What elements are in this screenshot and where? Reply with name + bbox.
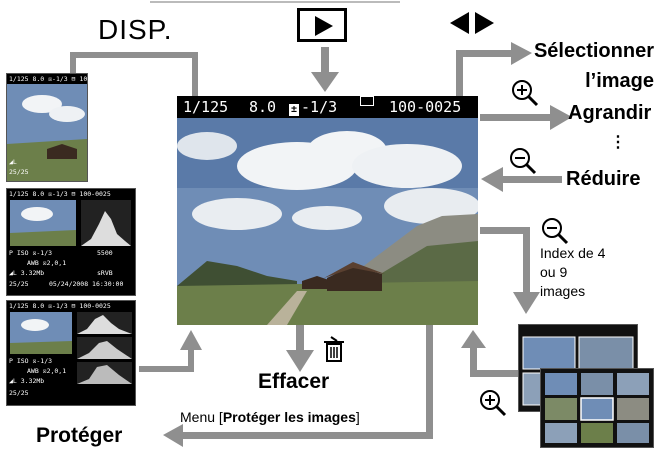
thumb2-p-line: P ISO ☒-1/3 bbox=[9, 249, 53, 257]
exposure-comp-icon: ± bbox=[289, 104, 300, 116]
index-arrow-v bbox=[523, 227, 530, 295]
play-to-main-shaft bbox=[321, 47, 329, 75]
reduce-arrow bbox=[500, 176, 562, 183]
thumb-shooting-info: 1/125 8.0 ☒-1/3 ⊟ 100-0025 P ISO ☒-1/3 5… bbox=[6, 188, 136, 296]
index-arrow-h bbox=[480, 227, 530, 234]
magnify-minus-icon[interactable] bbox=[508, 146, 538, 176]
disp-loop-left bbox=[70, 52, 76, 74]
thumb2-count: 25/25 bbox=[9, 280, 29, 288]
main-playback-screen: 1/125 8.0 ±-1/3 100-0025 bbox=[177, 96, 478, 325]
thumb2-wb: 5500 bbox=[97, 249, 113, 257]
trash-icon[interactable] bbox=[322, 334, 346, 364]
thumb2-size-line: ◢L 3.32Mb bbox=[9, 269, 45, 277]
index-line1: Index de 4 bbox=[540, 245, 606, 261]
enlarge-arrow bbox=[480, 114, 552, 121]
aperture: 8.0 bbox=[249, 98, 277, 116]
play-icon[interactable] bbox=[297, 8, 347, 42]
menu-suffix: ] bbox=[355, 409, 360, 425]
index-9-grid bbox=[541, 369, 653, 447]
shutter-speed: 1/125 bbox=[183, 98, 229, 116]
magnify-plus-icon[interactable] bbox=[510, 78, 540, 108]
arrow-head-down-main bbox=[311, 72, 339, 92]
disp-loop-right bbox=[192, 52, 198, 98]
index-line2: ou 9 bbox=[540, 264, 568, 280]
bottom-thumb-to-main bbox=[139, 366, 194, 372]
thumb1-header: 1/125 8.0 ☒-1/3 ⊟ 100-0025 bbox=[9, 75, 88, 83]
thumb1-quality: ◢L bbox=[9, 158, 17, 166]
thumb-basic-photo bbox=[7, 84, 87, 181]
thumb1-count: 25/25 bbox=[9, 168, 29, 176]
erase-label: Effacer bbox=[258, 370, 330, 393]
thumb3-size-line: ◢L 3.32Mb bbox=[9, 377, 45, 385]
thumb3-awb-line: AWB ☒2,0,1 bbox=[27, 367, 67, 375]
select-label-line1: Sélectionner bbox=[533, 40, 654, 62]
landscape-photo bbox=[177, 118, 478, 325]
index-magnify-minus-icon[interactable] bbox=[540, 216, 570, 246]
menu-prefix: Menu [ bbox=[180, 409, 223, 425]
file-number: 100-0025 bbox=[389, 98, 462, 116]
index-magnify-plus-icon[interactable] bbox=[478, 388, 508, 418]
left-right-arrows-icon[interactable] bbox=[450, 10, 495, 36]
protect-label: Protéger bbox=[36, 424, 123, 447]
select-label-line2: l’image bbox=[585, 70, 654, 92]
arrow-head-up-main bbox=[180, 330, 202, 350]
thumb2-date: 05/24/2008 16:30:00 bbox=[49, 280, 124, 288]
index-line3: images bbox=[540, 283, 586, 299]
disp-label[interactable]: DISP. bbox=[98, 14, 173, 45]
thumb3-header: 1/125 8.0 ☒-1/3 ⊟ 100-0025 bbox=[9, 302, 111, 310]
reduce-label: Réduire bbox=[566, 168, 641, 190]
thumb-rgb-content bbox=[10, 312, 132, 384]
thumb2-header: 1/125 8.0 ☒-1/3 ⊟ 100-0025 bbox=[9, 190, 111, 198]
thumb3-count: 25/25 bbox=[9, 389, 29, 397]
select-arrow-v bbox=[456, 50, 463, 96]
thumb3-p-line: P ISO ☒-1/3 bbox=[9, 357, 53, 365]
continuation-dots: ⋮ bbox=[610, 134, 626, 151]
thumb-rgb-histogram: 1/125 8.0 ☒-1/3 ⊟ 100-0025 P ISO ☒-1/3 A… bbox=[6, 300, 136, 406]
select-arrow-h bbox=[456, 50, 513, 57]
index-9-display bbox=[540, 368, 654, 448]
erase-arrow-shaft bbox=[296, 325, 304, 353]
protect-arrow-h bbox=[180, 432, 433, 439]
menu-protect-label: Menu [Protéger les images] bbox=[180, 409, 360, 425]
thumb2-awb-line: AWB ☒2,0,1 bbox=[27, 259, 67, 267]
thumb2-color: sRVB bbox=[97, 269, 113, 277]
index-back-h bbox=[470, 370, 518, 377]
exposure-comp-value: -1/3 bbox=[301, 98, 338, 116]
index-label: Index de 4 ou 9 images bbox=[540, 244, 605, 301]
select-image-label: Sélectionner l’image bbox=[530, 36, 654, 96]
disp-loop-top bbox=[70, 52, 198, 58]
index-back-v bbox=[470, 345, 477, 377]
exposure-comp: ±-1/3 bbox=[289, 96, 337, 118]
info-bar: 1/125 8.0 ±-1/3 100-0025 bbox=[177, 96, 478, 118]
enlarge-label: Agrandir bbox=[568, 102, 652, 124]
thumb-basic-info: 1/125 8.0 ☒-1/3 ⊟ 100-0025 ◢L 25/25 bbox=[6, 73, 88, 182]
menu-protect-images: Protéger les images bbox=[222, 409, 356, 425]
protect-arrow-v bbox=[426, 325, 433, 438]
thumb-shooting-content bbox=[10, 200, 131, 246]
